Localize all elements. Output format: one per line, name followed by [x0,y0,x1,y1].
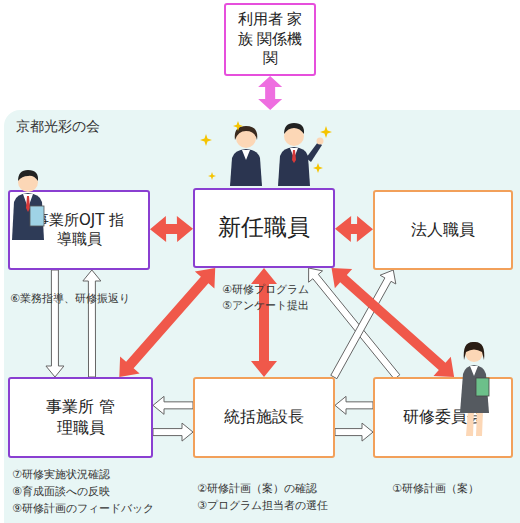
staff-box: 事業所OJT 指導職員 [8,190,150,270]
box-label: 統括施設長 [204,407,324,428]
two-way-arrow [258,76,282,110]
staff-box: 事業所 管理職員 [8,377,153,458]
staff-box: 法人職員 [373,190,513,270]
box-label: 新任職員 [199,213,329,243]
stakeholder-box: 利用者 家族 関係機関 [224,3,316,76]
staff-box: 統括施設長 [193,377,335,458]
box-label: 事業所 管理職員 [44,397,118,439]
organization-name: 京都光彩の会 [16,118,100,136]
staff-box: 研修委員会 [373,377,513,458]
staff-box: 新任職員 [193,188,335,268]
box-label: 法人職員 [383,220,503,241]
box-label: 事業所OJT 指導職員 [31,211,127,250]
box-label: 研修委員会 [383,407,503,428]
box-label: 利用者 家族 関係機関 [237,10,303,69]
